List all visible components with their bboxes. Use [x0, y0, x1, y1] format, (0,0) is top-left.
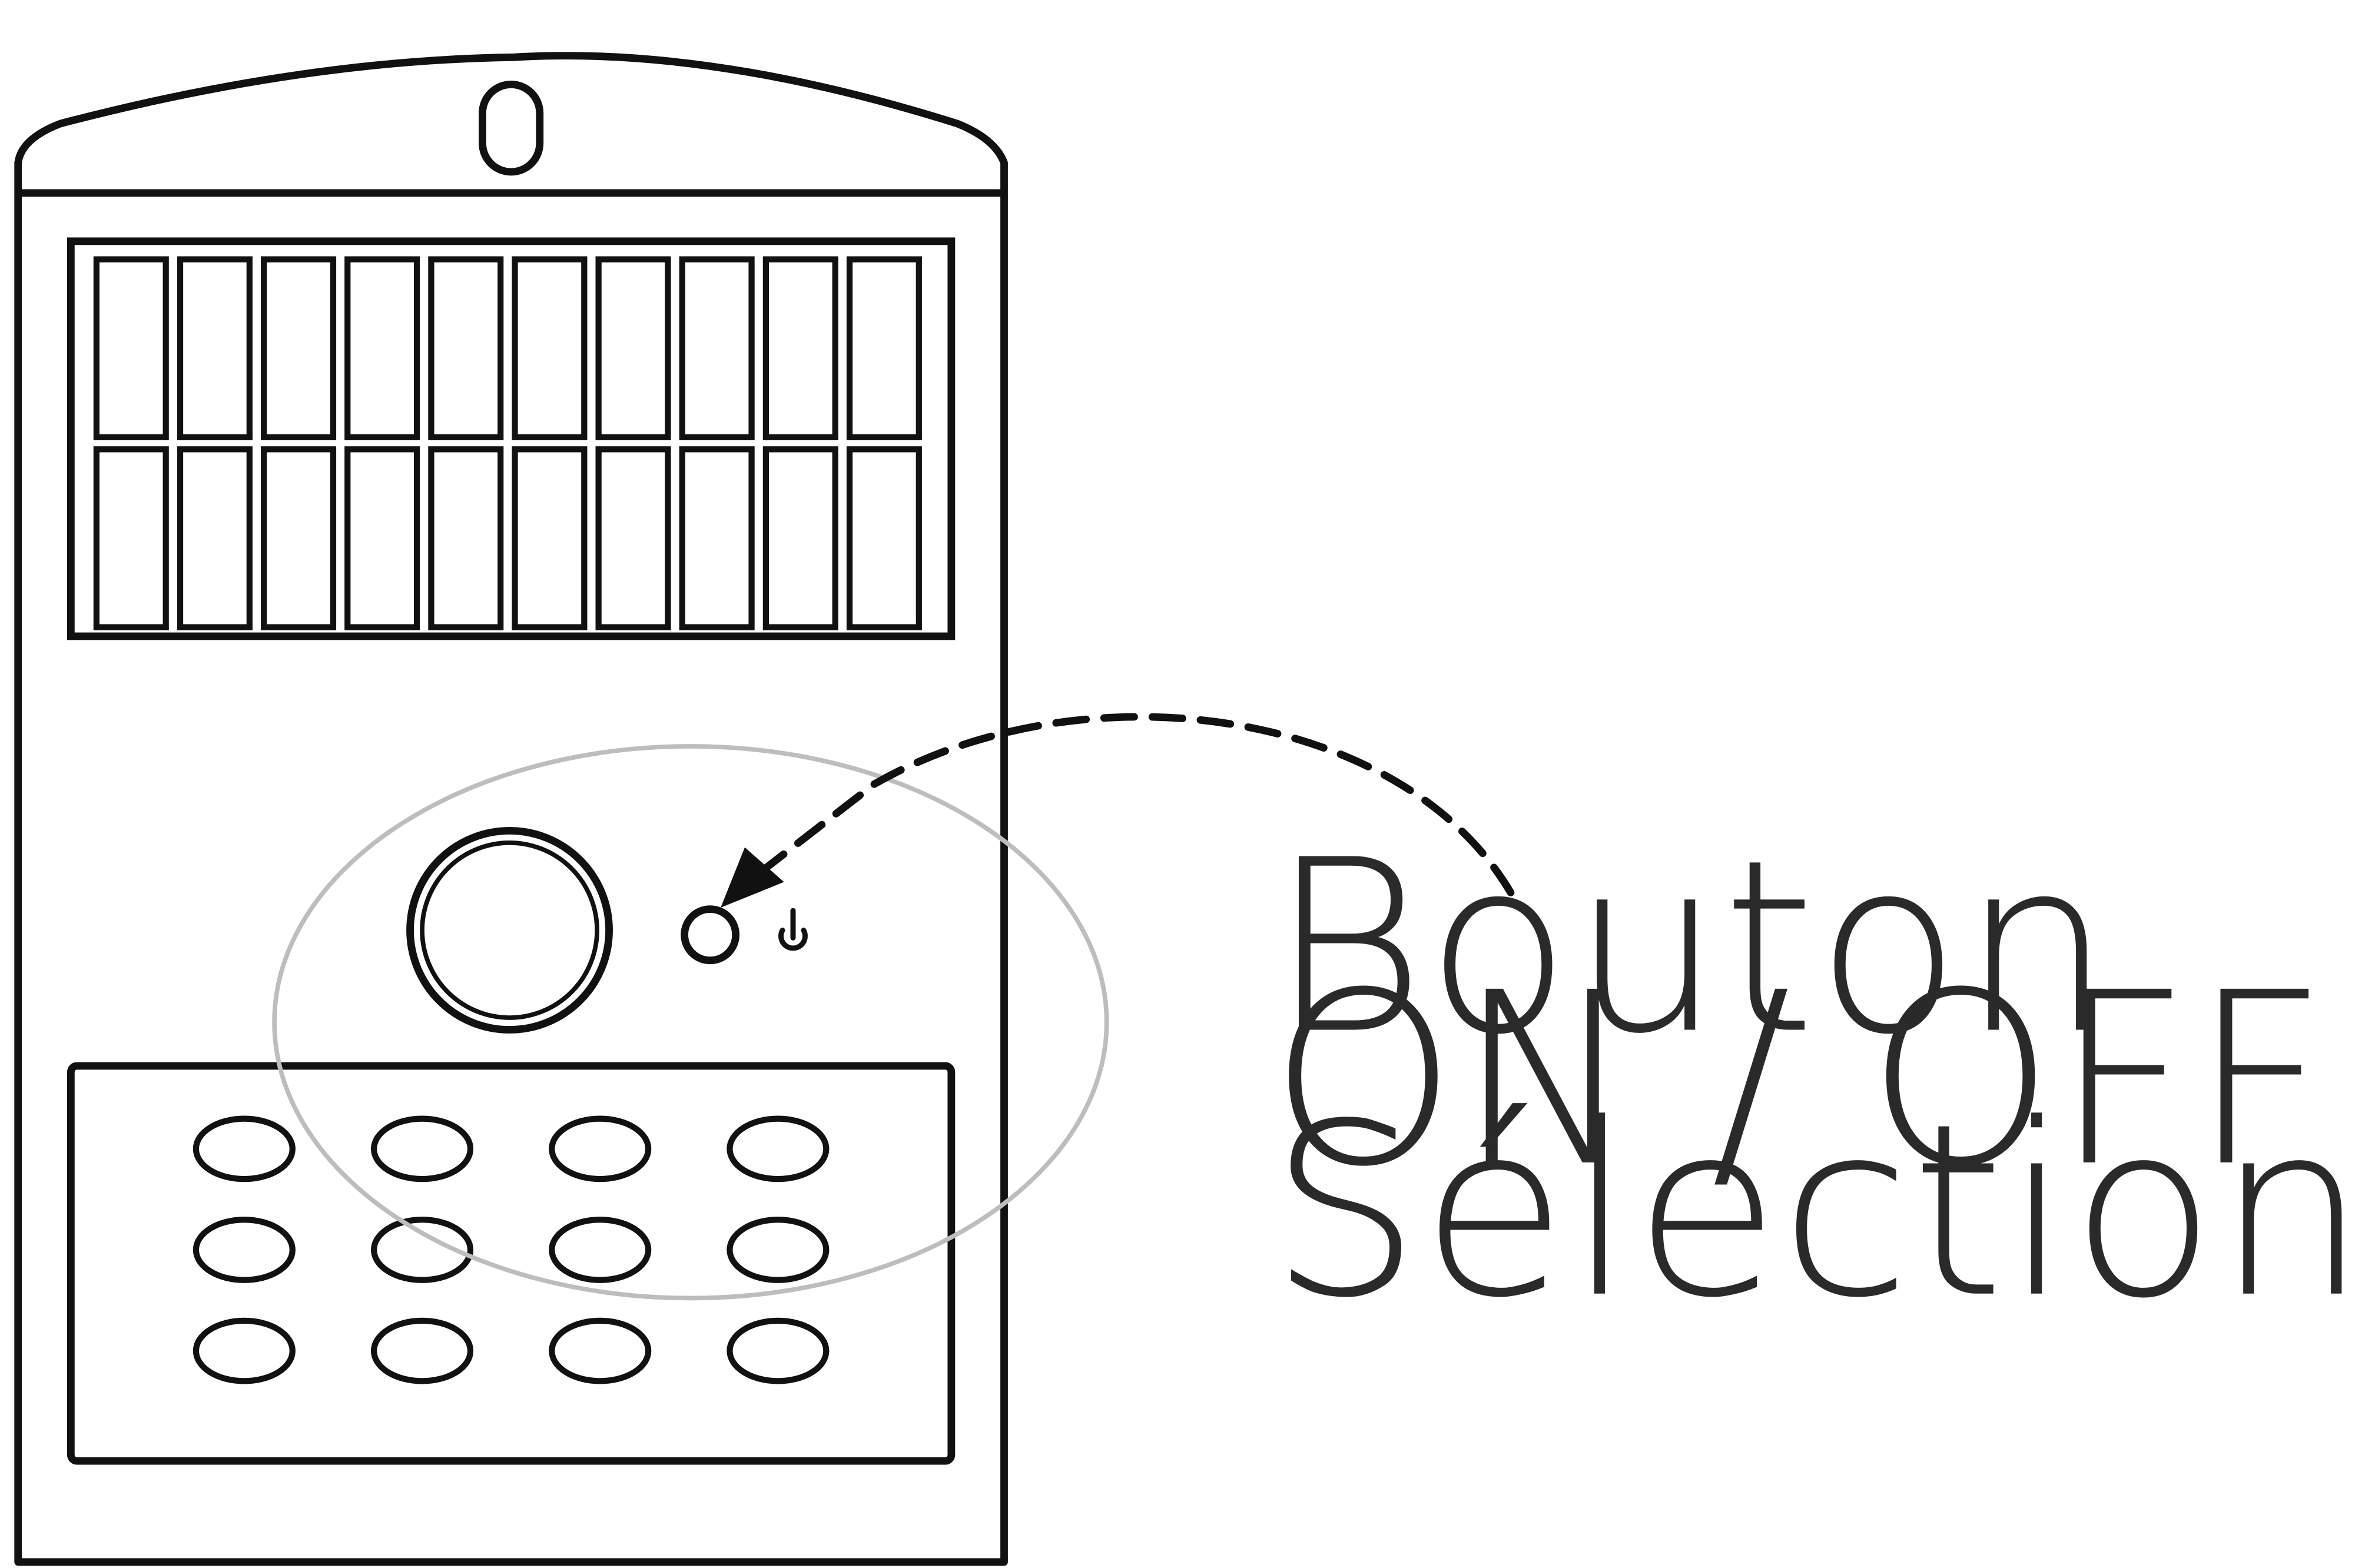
motion-sensor-inner — [420, 841, 599, 1020]
led — [549, 1115, 652, 1182]
led-grid — [193, 1115, 830, 1384]
led — [549, 1217, 652, 1283]
solar-cell — [595, 256, 671, 440]
dashed-arrow-icon — [721, 713, 1515, 908]
device-body — [14, 52, 1008, 1566]
on-off-button[interactable] — [681, 905, 740, 965]
solar-cell — [93, 256, 169, 440]
solar-cell — [762, 446, 838, 630]
solar-cell — [679, 256, 755, 440]
solar-cell — [846, 256, 922, 440]
callout-line-2: ON / OFF — [1269, 942, 2329, 1219]
sensor-area — [406, 827, 808, 1034]
led — [370, 1217, 474, 1283]
led-panel-frame — [67, 1062, 956, 1465]
solar-cell — [428, 256, 504, 440]
led — [193, 1317, 296, 1384]
solar-cells — [93, 256, 922, 630]
solar-cell — [344, 256, 420, 440]
solar-cell — [595, 446, 671, 630]
device-outline — [14, 52, 1008, 1566]
solar-cell — [93, 446, 169, 630]
led — [727, 1317, 830, 1384]
solar-panel — [67, 237, 956, 640]
solar-cell — [846, 446, 922, 630]
solar-cell — [679, 446, 755, 630]
led — [370, 1317, 474, 1384]
solar-panel-frame — [67, 237, 956, 640]
solar-cell — [762, 256, 838, 440]
solar-cell — [177, 446, 253, 630]
solar-cell — [512, 256, 588, 440]
motion-sensor — [406, 827, 613, 1034]
highlight-ellipse — [272, 744, 1109, 1301]
led-panel — [67, 1062, 956, 1465]
callout-line-1: Bouton — [1269, 809, 2112, 1086]
led — [727, 1217, 830, 1283]
led — [549, 1317, 652, 1384]
solar-cell — [261, 446, 337, 630]
solar-cell — [177, 256, 253, 440]
callout-label: Bouton ON / OFF Sélection de modes — [1269, 809, 2355, 1350]
led — [193, 1115, 296, 1182]
solar-cell — [261, 256, 337, 440]
led — [370, 1115, 474, 1182]
solar-cell — [512, 446, 588, 630]
power-icon — [778, 908, 808, 951]
solar-cell — [428, 446, 504, 630]
hanging-slot — [479, 81, 544, 176]
led — [193, 1217, 296, 1283]
callout-line-3: Sélection de modes — [1269, 1073, 2355, 1350]
led — [727, 1115, 830, 1182]
solar-cell — [344, 446, 420, 630]
